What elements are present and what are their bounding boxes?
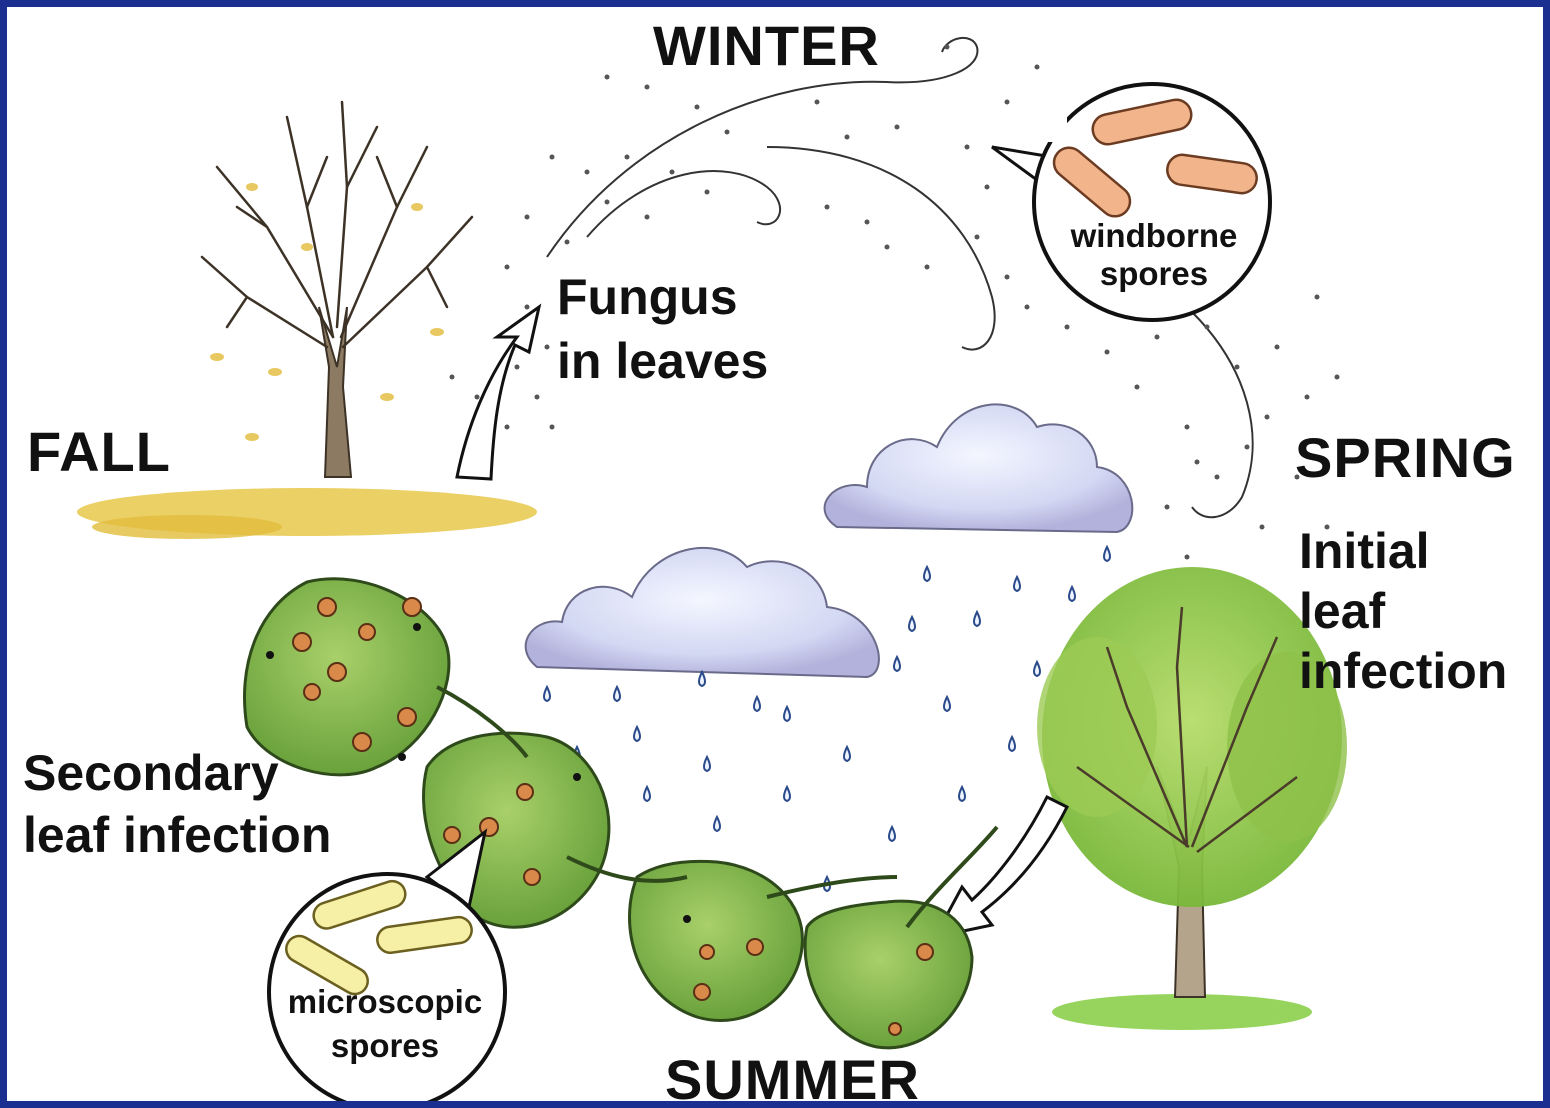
windborne-label-line1: windborne [1039, 219, 1269, 254]
wind-line-right [1192, 312, 1253, 517]
wind-line-swirl [587, 171, 780, 237]
summer-label: SUMMER [665, 1051, 920, 1108]
microscopic-label-line1: microscopic [260, 985, 510, 1020]
secondary-infection-line1: Secondary [23, 747, 279, 800]
wind-line-middle [767, 147, 995, 350]
winter-label: WINTER [653, 17, 880, 76]
grass-patch [1052, 994, 1312, 1030]
initial-infection-line1: Initial [1299, 525, 1430, 578]
leaf-4 [805, 901, 972, 1048]
leaf-3 [630, 861, 803, 1020]
fungus-label-line1: Fungus [557, 271, 738, 324]
initial-infection-line2: leaf [1299, 585, 1385, 638]
spring-label: SPRING [1295, 429, 1516, 488]
fungus-arrow [457, 307, 539, 479]
windborne-label-line2: spores [1039, 257, 1269, 292]
initial-infection-line3: infection [1299, 645, 1507, 698]
fungus-label-line2: in leaves [557, 335, 768, 388]
rain-cloud-right [825, 404, 1133, 532]
initial-infection-arrow [935, 797, 1067, 937]
microscopic-label-line2: spores [260, 1029, 510, 1064]
fall-label: FALL [27, 423, 171, 482]
secondary-infection-line2: leaf infection [23, 809, 331, 862]
rain-cloud-left [526, 548, 879, 677]
